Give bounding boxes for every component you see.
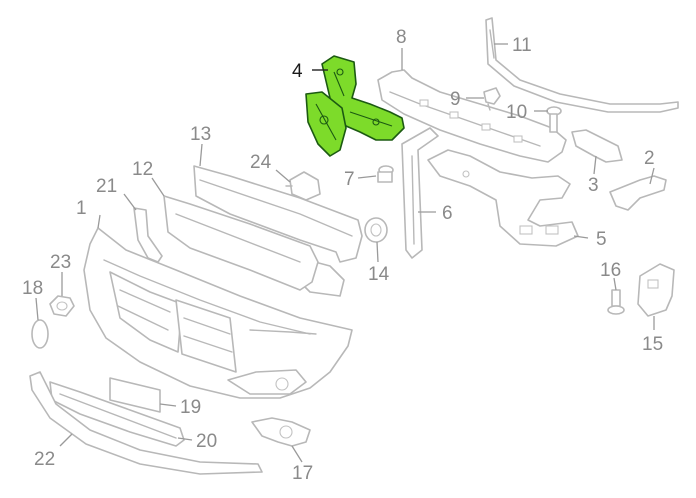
part-5-lower-bracket[interactable] — [427, 149, 579, 247]
part-1-bumper-cover[interactable] — [83, 227, 353, 399]
callout-8: 8 — [396, 27, 407, 48]
callout-2: 2 — [644, 148, 655, 169]
part-19-license-bracket[interactable] — [109, 377, 161, 413]
callout-14: 14 — [368, 264, 390, 285]
callout-3: 3 — [588, 175, 599, 196]
part-10-bolt[interactable] — [546, 106, 562, 133]
callout-9: 9 — [450, 89, 461, 110]
part-14-grommet[interactable] — [364, 217, 388, 243]
callout-1: 1 — [76, 198, 87, 219]
part-11-upper-strip[interactable] — [485, 17, 679, 113]
callout-5: 5 — [596, 229, 607, 250]
part-18-plug[interactable] — [31, 319, 49, 349]
part-21-bracket[interactable] — [133, 207, 163, 263]
part-7-bolt[interactable] — [377, 165, 394, 183]
callout-4: 4 — [292, 61, 303, 82]
part-23-sensor[interactable] — [49, 295, 75, 317]
callout-20: 20 — [196, 431, 217, 452]
callout-12: 12 — [132, 159, 153, 180]
callout-16: 16 — [600, 260, 621, 281]
callout-11: 11 — [512, 35, 532, 56]
callout-10: 10 — [506, 102, 527, 123]
part-4-highlighted-bracket[interactable] — [305, 55, 405, 157]
callout-23: 23 — [50, 252, 71, 273]
part-24-sensor[interactable] — [285, 171, 321, 201]
part-3-bracket[interactable] — [571, 129, 623, 163]
callout-labels: 1 2 3 4 5 6 7 8 9 10 11 12 13 14 15 16 1… — [22, 27, 663, 484]
leader-lines — [35, 43, 655, 463]
callout-17: 17 — [292, 463, 313, 484]
part-12-energy-absorber[interactable] — [163, 195, 319, 291]
part-20-lower-grille[interactable] — [49, 381, 185, 447]
part-22-lower-lip[interactable] — [29, 371, 263, 475]
callout-7: 7 — [344, 169, 355, 190]
part-16-bolt[interactable] — [607, 289, 625, 315]
callout-13: 13 — [190, 124, 211, 145]
part-9-clip[interactable] — [483, 87, 501, 111]
callout-22: 22 — [34, 449, 55, 470]
callout-24: 24 — [250, 152, 272, 173]
part-15-bracket[interactable] — [637, 263, 675, 317]
part-17-fog-bracket[interactable] — [251, 417, 311, 447]
part-8-upper-beam[interactable] — [377, 69, 567, 163]
callout-21: 21 — [96, 176, 117, 197]
callout-15: 15 — [642, 334, 663, 355]
callout-6: 6 — [442, 203, 453, 224]
part-6-vertical-brace[interactable] — [401, 127, 439, 259]
part-2-side-bracket[interactable] — [609, 175, 667, 211]
callout-19: 19 — [180, 397, 201, 418]
callout-18: 18 — [22, 278, 43, 299]
